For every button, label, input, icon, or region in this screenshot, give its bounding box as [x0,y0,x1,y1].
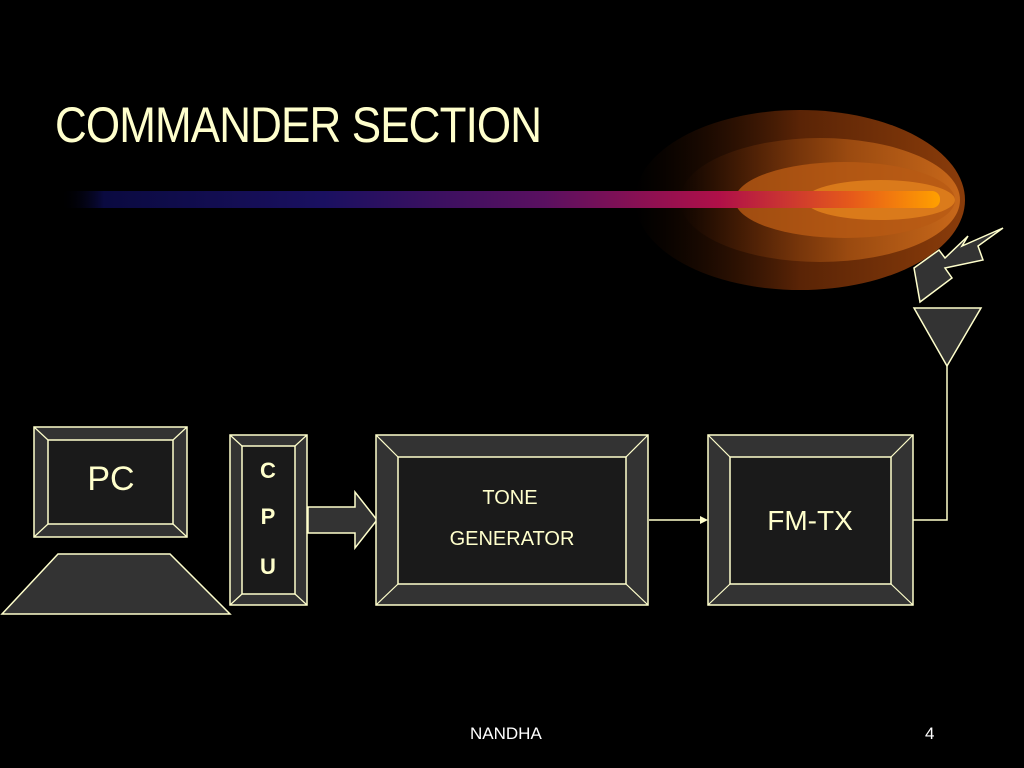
fm-tx-label: FM-TX [767,505,853,536]
page-number: 4 [925,724,935,743]
tone-generator-label-line2: GENERATOR [450,528,575,550]
antenna-icon [912,307,983,368]
tone-generator-block: TONE GENERATOR [375,434,649,606]
cpu-tower: C P U [229,434,308,606]
footer-author: NANDHA [470,724,542,743]
antenna-feed-line [913,366,948,521]
cpu-letter-u: U [260,554,276,579]
keyboard-icon [0,553,232,615]
cpu-letter-p: P [261,504,276,529]
cpu-to-tone-arrow [307,489,378,551]
fm-tx-block: FM-TX [707,434,914,606]
lightning-bolt-icon [913,227,1004,304]
pc-monitor: PC [33,426,188,538]
streak-line [60,191,940,208]
comet-decoration [60,110,965,290]
tone-generator-label-line1: TONE [482,487,537,509]
cpu-letter-c: C [260,458,276,483]
tone-to-fm-arrow [649,516,708,524]
slide-title: COMMANDER SECTION [55,97,542,153]
pc-label: PC [87,460,134,498]
